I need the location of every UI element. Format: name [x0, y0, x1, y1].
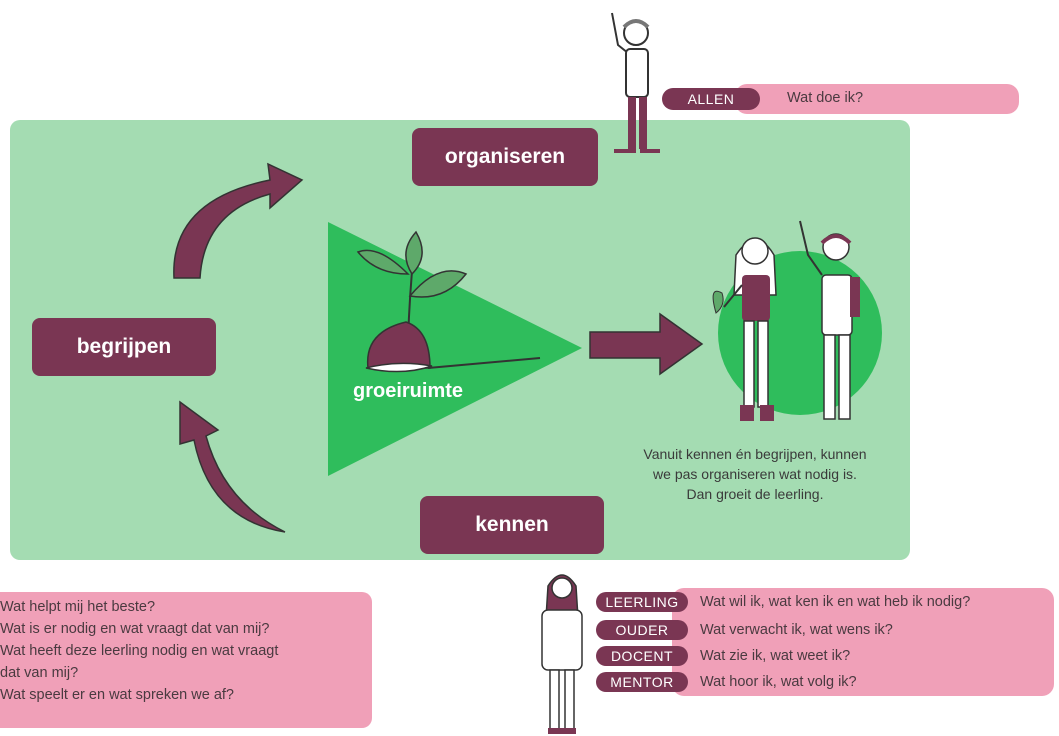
question-allen: Wat doe ik?: [787, 90, 864, 106]
stage-kennen: kennen: [420, 496, 604, 554]
left-question-2: Wat is er nodig en wat vraagt dat van mi…: [0, 621, 270, 637]
question-docent: Wat zie ik, wat weet ik?: [700, 648, 851, 664]
arrow-right-icon: [589, 312, 704, 376]
left-question-3: Wat heeft deze leerling nodig en wat vra…: [0, 643, 279, 659]
students-illustration: [712, 220, 882, 421]
roles-box: [672, 588, 1054, 696]
tag-leerling: LEERLING: [596, 592, 688, 612]
tag-docent: DOCENT: [596, 646, 688, 666]
arrow-up-right-icon: [173, 162, 304, 279]
caption-line-3: Dan groeit de leerling.: [686, 486, 824, 502]
left-question-4: dat van mij?: [0, 665, 79, 681]
tag-mentor: MENTOR: [596, 672, 688, 692]
left-question-5: Wat speelt er en wat spreken we af?: [0, 687, 234, 703]
left-question-1: Wat helpt mij het beste?: [0, 599, 156, 615]
person-waving-icon: [611, 12, 660, 153]
question-ouder: Wat verwacht ik, wat wens ik?: [700, 622, 893, 638]
stage-organiseren: organiseren: [412, 128, 598, 186]
center-label: groeiruimte: [353, 380, 464, 402]
question-mentor: Wat hoor ik, wat volg ik?: [700, 674, 857, 690]
growth-triangle: [328, 222, 582, 476]
callout-allen-bar: [735, 84, 1019, 114]
caption-line-2: we pas organiseren wat nodig is.: [653, 466, 857, 482]
stage-begrijpen: begrijpen: [32, 318, 216, 376]
question-leerling: Wat wil ik, wat ken ik en wat heb ik nod…: [700, 594, 971, 610]
arrow-up-left-icon: [179, 400, 286, 533]
tag-ouder: OUDER: [596, 620, 688, 640]
tag-allen: ALLEN: [662, 88, 760, 110]
diagram-caption: Vanuit kennen én begrijpen, kunnen we pa…: [600, 444, 910, 504]
left-questions: Wat helpt mij het beste? Wat is er nodig…: [0, 596, 278, 706]
caption-line-1: Vanuit kennen én begrijpen, kunnen: [643, 446, 867, 462]
left-question-box: [0, 592, 372, 728]
person-headscarf-icon: [541, 574, 583, 734]
